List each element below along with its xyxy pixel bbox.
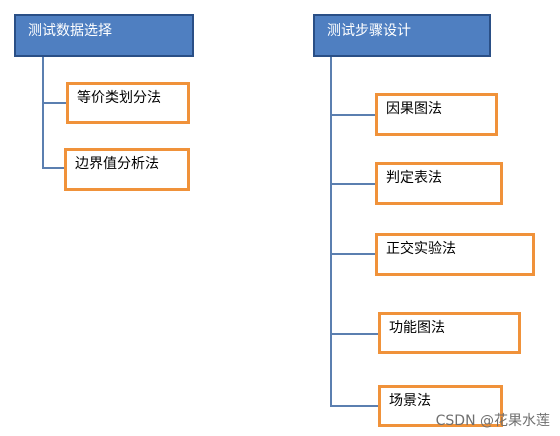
- left-node-2-label: 边界值分析法: [75, 156, 159, 172]
- left-node-2: 边界值分析法: [64, 148, 190, 191]
- right-node-3-label: 正交实验法: [386, 241, 456, 257]
- left-header-box: 测试数据选择: [14, 14, 194, 57]
- left-node-1-label: 等价类划分法: [77, 90, 161, 106]
- right-header-box: 测试步骤设计: [313, 14, 491, 57]
- right-header-label: 测试步骤设计: [327, 23, 411, 39]
- left-branch-line-2: [42, 167, 64, 169]
- right-node-2: 判定表法: [375, 162, 503, 205]
- right-branch-line-5: [330, 405, 378, 407]
- right-node-5-label: 场景法: [389, 393, 431, 409]
- right-node-1: 因果图法: [375, 93, 498, 136]
- right-node-5: 场景法: [378, 385, 503, 427]
- left-header-label: 测试数据选择: [28, 23, 112, 39]
- left-node-1: 等价类划分法: [66, 82, 190, 124]
- right-branch-line-2: [330, 183, 375, 185]
- watermark-text: CSDN @花果水莲: [435, 413, 550, 429]
- right-branch-line-1: [330, 114, 375, 116]
- right-branch-line-4: [330, 333, 378, 335]
- right-node-2-label: 判定表法: [386, 170, 442, 186]
- right-trunk-line: [330, 57, 332, 407]
- right-node-1-label: 因果图法: [386, 101, 442, 117]
- right-node-3: 正交实验法: [375, 233, 535, 276]
- right-node-4-label: 功能图法: [389, 320, 445, 336]
- left-trunk-line: [42, 57, 44, 169]
- right-branch-line-3: [330, 253, 375, 255]
- left-branch-line-1: [42, 102, 66, 104]
- right-node-4: 功能图法: [378, 312, 521, 354]
